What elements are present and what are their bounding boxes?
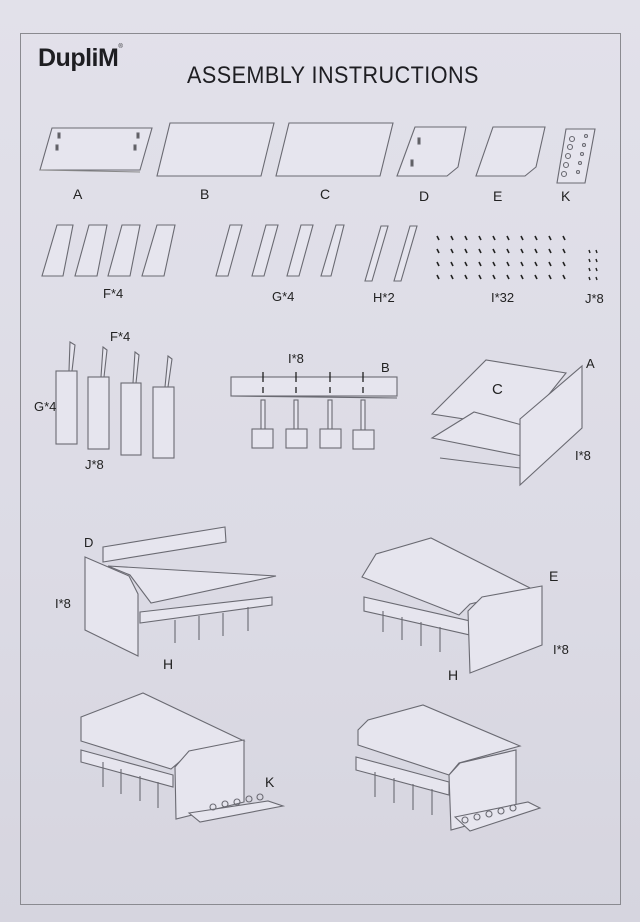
step1-top-label: F*4 bbox=[110, 329, 131, 344]
step3-fastener-label: I*8 bbox=[575, 448, 591, 463]
part-h-strips bbox=[364, 225, 418, 282]
part-b-panel bbox=[156, 122, 275, 177]
label-part-a: A bbox=[73, 186, 83, 202]
label-part-g: G*4 bbox=[272, 289, 295, 304]
label-part-c: C bbox=[320, 186, 331, 202]
step5-side-label: E bbox=[549, 568, 559, 584]
step5-e-assembly bbox=[361, 537, 543, 674]
part-i-screws bbox=[436, 235, 566, 280]
brand-logo: DupliM® bbox=[38, 44, 123, 73]
step2-top-label: I*8 bbox=[288, 351, 304, 366]
step4-side-label: D bbox=[84, 535, 94, 550]
page-title: ASSEMBLY INSTRUCTIONS bbox=[187, 62, 479, 89]
step1-left-label: G*4 bbox=[34, 399, 57, 414]
label-part-h: H*2 bbox=[373, 290, 395, 305]
part-g-strips bbox=[215, 224, 345, 277]
step3-panel-label: C bbox=[492, 381, 503, 398]
step4-bottom-label: H bbox=[163, 656, 174, 672]
part-j-screws bbox=[588, 249, 598, 281]
label-part-d: D bbox=[419, 188, 430, 204]
step5-bottom-label: H bbox=[448, 667, 459, 683]
brand-name: DupliM bbox=[38, 44, 119, 72]
step2-right-label: B bbox=[381, 360, 390, 375]
step3-c-a-assembly bbox=[430, 359, 583, 487]
part-a-panel bbox=[39, 127, 153, 173]
step6-k-assembly bbox=[80, 692, 286, 823]
part-e-panel bbox=[475, 126, 546, 177]
trademark-mark: ® bbox=[118, 44, 123, 50]
page-border bbox=[20, 33, 621, 905]
part-c-panel bbox=[275, 122, 394, 177]
step4-fastener-label: I*8 bbox=[55, 596, 71, 611]
step7-final-assembly bbox=[355, 704, 542, 832]
step3-side-label: A bbox=[586, 356, 595, 371]
label-part-e: E bbox=[493, 188, 503, 204]
part-f-strips bbox=[41, 224, 176, 277]
step1-f-g-assembly bbox=[55, 341, 175, 459]
step2-b-assembly bbox=[230, 372, 398, 450]
part-k-panel bbox=[556, 128, 596, 184]
step5-fastener-label: I*8 bbox=[553, 642, 569, 657]
label-part-f: F*4 bbox=[103, 286, 124, 301]
step6-part-label: K bbox=[265, 774, 275, 790]
label-part-b: B bbox=[200, 186, 210, 202]
label-part-i: I*32 bbox=[491, 290, 515, 305]
label-part-j: J*8 bbox=[585, 291, 604, 306]
label-part-k: K bbox=[561, 188, 571, 204]
step1-bottom-label: J*8 bbox=[85, 457, 104, 472]
part-d-panel bbox=[396, 126, 467, 177]
step4-d-assembly bbox=[84, 526, 277, 657]
